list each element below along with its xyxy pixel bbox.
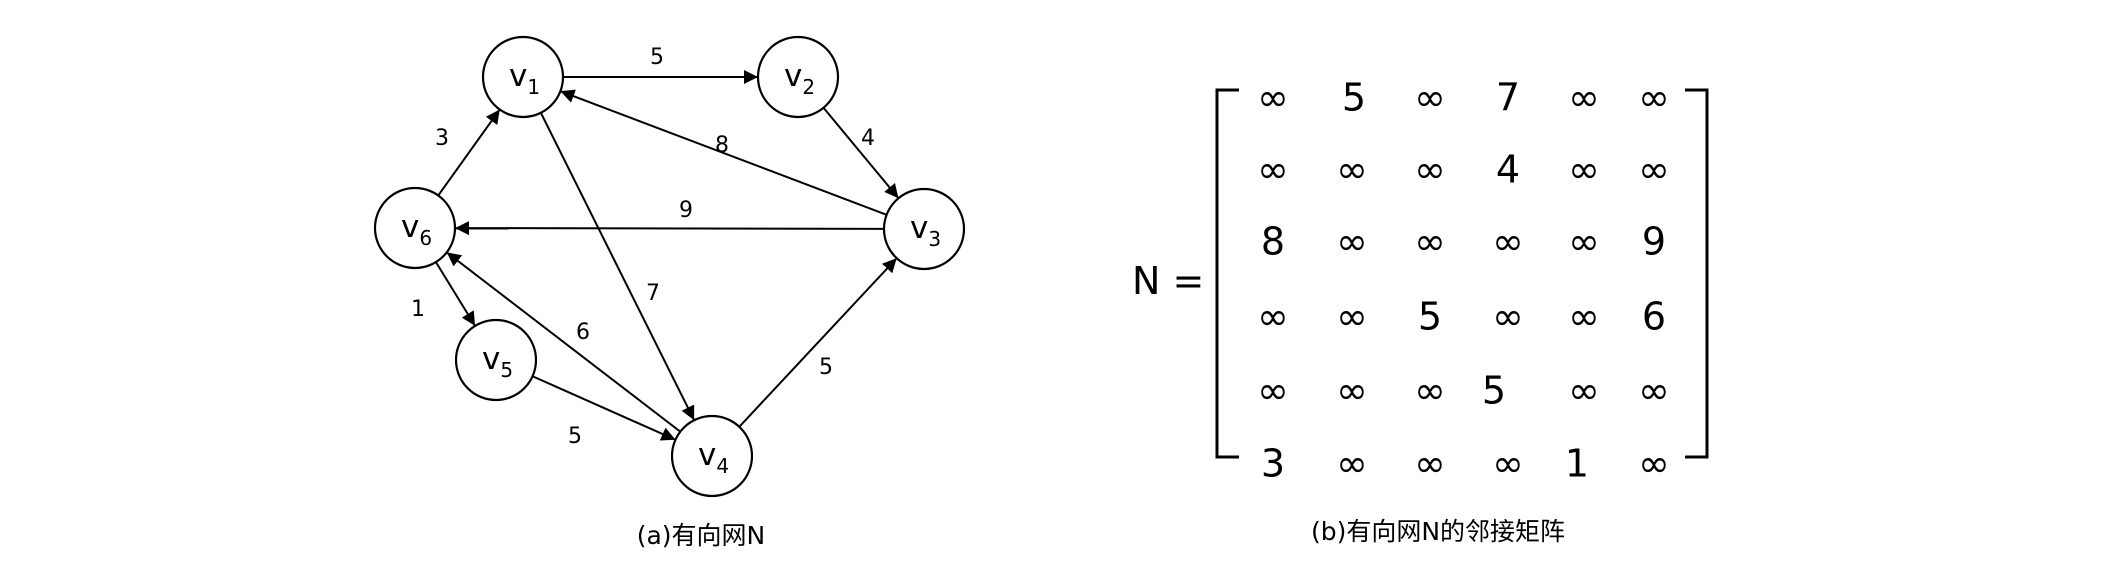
graph-nodes: v1 v2 v3 v4 v5 v6: [373, 35, 966, 498]
matrix-cell-r5-c3: ∞: [1414, 369, 1446, 413]
edge-weights: 5 4 8 9 7 3 1 6 5 5: [411, 45, 875, 449]
matrix-cell-r6-c6: ∞: [1638, 442, 1670, 486]
edge-v5-v4: [532, 375, 676, 441]
edge-weight-v1-v4: 7: [646, 281, 660, 306]
edge-weight-v4-v3: 5: [819, 355, 833, 380]
matrix-cell-r3-c5: ∞: [1568, 220, 1600, 264]
matrix-cell-r5-c2: ∞: [1336, 369, 1368, 413]
graph-caption: (a)有向网N: [637, 521, 766, 550]
matrix-cell-r2-c5: ∞: [1568, 148, 1600, 192]
matrix-cell-r1-c4: 7: [1496, 76, 1520, 120]
edge-weight-v3-v1: 8: [715, 133, 729, 158]
matrix-cell-r1-c1: ∞: [1257, 76, 1289, 120]
node-v1: v1: [481, 35, 565, 119]
matrix-cell-r2-c4: 4: [1496, 148, 1520, 192]
matrix-cell-r1-c2: 5: [1342, 76, 1366, 120]
matrix-label: N =: [1132, 259, 1204, 303]
edge-weight-v3-v6: 9: [679, 198, 693, 223]
node-subscript-v4: 4: [716, 454, 729, 478]
graph-edges: [435, 70, 900, 441]
matrix-cell-r3-c4: ∞: [1492, 220, 1524, 264]
matrix-cell-r5-c6: ∞: [1638, 369, 1670, 413]
matrix-cell-r4-c3: 5: [1418, 295, 1442, 339]
matrix-cell-r4-c4: ∞: [1492, 295, 1524, 339]
node-subscript-v3: 3: [928, 227, 941, 251]
matrix-cell-r4-c6: 6: [1642, 295, 1666, 339]
edge-weight-v6-v1: 3: [435, 126, 449, 151]
matrix-right-bracket: [1685, 88, 1709, 459]
edge-v4-v3: [738, 257, 898, 428]
matrix-cell-r6-c2: ∞: [1336, 442, 1368, 486]
node-circle-v6: [373, 186, 457, 270]
matrix-cell-r5-c5: ∞: [1568, 369, 1600, 413]
matrix-left-bracket: [1215, 88, 1239, 459]
matrix-cell-r1-c5: ∞: [1568, 76, 1600, 120]
matrix-cell-r2-c3: ∞: [1414, 148, 1446, 192]
edge-weight-v2-v3: 4: [861, 126, 875, 151]
node-label-v1: v1: [509, 58, 540, 99]
matrix-cell-r4-c2: ∞: [1336, 295, 1368, 339]
node-subscript-v2: 2: [802, 75, 815, 99]
matrix-cell-r4-c1: ∞: [1257, 295, 1289, 339]
matrix-cell-r6-c3: ∞: [1414, 442, 1446, 486]
matrix-cell-r2-c6: ∞: [1638, 148, 1670, 192]
node-v4: v4: [670, 414, 754, 498]
node-v6: v6: [373, 186, 457, 270]
node-v2: v2: [756, 35, 840, 119]
node-circle-v2: [756, 35, 840, 119]
matrix-cell-r6-c1: 3: [1261, 442, 1285, 486]
edge-v3-v6: [454, 221, 885, 236]
node-subscript-v6: 6: [419, 226, 432, 250]
edge-v4-v6: [446, 251, 681, 433]
matrix-cell-r2-c2: ∞: [1336, 148, 1368, 192]
node-subscript-v1: 1: [527, 75, 540, 99]
node-circle-v5: [454, 318, 538, 402]
directed-graph: v1 v2 v3 v4 v5 v6 5 4 8 9 7 3 1 6 5 5: [373, 35, 966, 498]
edge-v1-v4: [539, 112, 696, 421]
matrix-caption: (b)有向网N的邻接矩阵: [1311, 517, 1565, 546]
matrix-cell-r3-c1: 8: [1261, 220, 1285, 264]
edge-v6-v1: [437, 108, 501, 197]
node-circle-v4: [670, 414, 754, 498]
matrix-cell-r4-c5: ∞: [1568, 295, 1600, 339]
node-v3: v3: [882, 187, 966, 271]
node-v5: v5: [454, 318, 538, 402]
matrix-cell-r5-c1: ∞: [1257, 369, 1289, 413]
matrix-cell-r3-c6: 9: [1642, 220, 1666, 264]
edge-weight-v5-v4: 5: [568, 424, 582, 449]
edge-weight-v4-v6: 6: [576, 320, 590, 345]
edge-weight-v6-v5: 1: [411, 297, 425, 322]
matrix-cell-r3-c3: ∞: [1414, 220, 1446, 264]
node-subscript-v5: 5: [500, 358, 513, 382]
edge-v2-v3: [822, 107, 900, 199]
matrix-cells: ∞ 5 ∞ 7 ∞ ∞ ∞ ∞ ∞ 4 ∞ ∞ 8 ∞ ∞ ∞ ∞ 9 ∞ ∞ 5 ∞ ∞ 6 ∞ ∞ ∞ 5 ∞ ∞ 3 ∞ ∞ ∞ 1 ∞: [1257, 76, 1670, 486]
node-circle-v1: [481, 35, 565, 119]
edge-v6-v5: [435, 261, 476, 327]
matrix-cell-r6-c5: 1: [1565, 442, 1589, 486]
adjacency-matrix: N = ∞ 5 ∞ 7 ∞ ∞ ∞ ∞ ∞ 4 ∞ ∞ 8 ∞ ∞ ∞ ∞ 9 ∞ ∞ 5 ∞ ∞ 6 ∞ ∞ ∞ 5 ∞ ∞ 3 ∞ ∞ ∞ 1 ∞: [1132, 76, 1709, 486]
matrix-cell-r6-c4: ∞: [1492, 442, 1524, 486]
matrix-cell-r3-c2: ∞: [1336, 220, 1368, 264]
edge-weight-v1-v2: 5: [650, 45, 664, 70]
matrix-cell-r5-c4: 5: [1482, 369, 1506, 413]
matrix-cell-r2-c1: ∞: [1257, 148, 1289, 192]
edge-v3-v1: [560, 89, 887, 216]
matrix-cell-r1-c6: ∞: [1638, 76, 1670, 120]
matrix-cell-r1-c3: ∞: [1414, 76, 1446, 120]
node-circle-v3: [882, 187, 966, 271]
